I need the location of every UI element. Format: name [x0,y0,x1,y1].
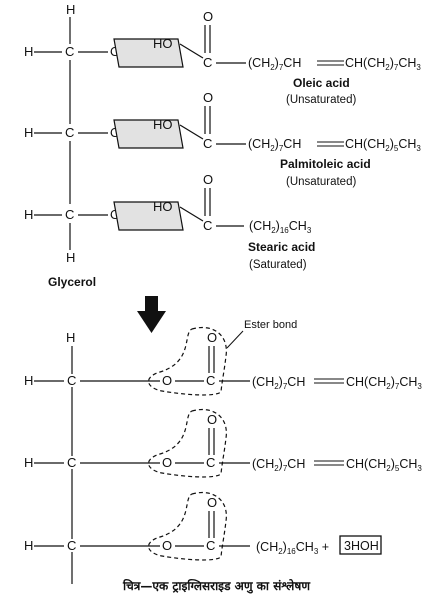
acid-name-stearic: Stearic acid [248,240,315,254]
product-c-2: C [67,455,76,470]
product-chain-1: (CH2)7CH [252,375,305,391]
fatty-acid-oleic: HO O C (CH2)7CH CH(CH2)7CH3 Oleic acid (… [153,9,421,106]
fatty-acid-stearic: HO O C (CH2)16CH3 Stearic acid (Saturate… [153,172,315,271]
glycerol-h-1: H [24,44,33,59]
water-product: 3HOH [344,539,379,553]
acid-name-palmitoleic: Palmitoleic acid [280,157,371,171]
product-chain-2: (CH2)7CH [252,457,305,473]
product-h-2: H [24,455,33,470]
product-carbonyl-c-1: C [206,373,215,388]
product-carbonyl-o-2: O [207,412,217,427]
acid-type-palmitoleic: (Unsaturated) [286,176,356,188]
glycerol-c-2: C [65,125,74,140]
water-removal-boxes [113,38,184,231]
glycerol-c-1: C [65,44,74,59]
glycerol-c-3: C [65,207,74,222]
glycerol-label: Glycerol [48,275,96,289]
acid-type-oleic: (Unsaturated) [286,94,356,106]
product-carbonyl-c-2: C [206,455,215,470]
product-c-3: C [67,538,76,553]
glycerol-o-3: O [110,207,120,222]
product-o-2: O [162,455,172,470]
product-o-1: O [162,373,172,388]
glycerol-o-2: O [110,125,120,140]
acid-ho-3: HO [153,199,173,214]
fatty-acid-palmitoleic: HO O C (CH2)7CH CH(CH2)5CH3 Palmitoleic … [153,90,421,188]
ester-bond-label: Ester bond [244,319,297,331]
acid-type-stearic: (Saturated) [249,259,307,271]
triglyceride-molecule: Ester bond H H C O O C (CH2)7CH CH(CH2)7… [24,319,422,584]
acid-ho-2: HO [153,117,173,132]
dehydration-box-3 [113,201,184,231]
ester-bond-outline-1 [148,327,227,396]
glycerol-bottom-hydrogen: H [66,250,75,265]
glycerol-top-hydrogen: H [66,2,75,17]
ester-bond-outline-2 [148,409,227,478]
acid-carbonyl-c-1: C [203,55,212,70]
acid-chain-stearic: (CH2)16CH3 [249,219,312,235]
acid-carbonyl-c-2: C [203,136,212,151]
acid-chain-palmitoleic-tail: CH(CH2)5CH3 [345,137,421,153]
figure-caption: चित्र—एक ट्राइग्लिसराइड अणु का संश्लेषण [123,579,310,593]
acid-carbonyl-o-1: O [203,9,213,24]
product-carbonyl-o-1: O [207,330,217,345]
dehydration-box-2 [113,119,184,149]
ester-bond-outline-3 [148,492,227,561]
acid-carbonyl-o-3: O [203,172,213,187]
product-c-1: C [67,373,76,388]
acid-carbonyl-c-3: C [203,218,212,233]
acid-chain-oleic: (CH2)7CH [248,56,301,72]
glycerol-h-2: H [24,125,33,140]
product-carbonyl-o-3: O [207,495,217,510]
product-o-3: O [162,538,172,553]
acid-ho-1: HO [153,36,173,51]
water-box [339,535,382,555]
dehydration-box-1 [113,38,184,68]
acid-name-oleic: Oleic acid [293,76,350,90]
product-h-1: H [24,373,33,388]
glycerol-h-3: H [24,207,33,222]
product-carbonyl-c-3: C [206,538,215,553]
product-h-3: H [24,538,33,553]
acid-chain-palmitoleic: (CH2)7CH [248,137,301,153]
glycerol-o-1: O [110,44,120,59]
product-chain-3: (CH2)16CH3 + [256,540,329,556]
product-top-hydrogen: H [66,330,75,345]
acid-carbonyl-o-2: O [203,90,213,105]
product-chain-1-tail: CH(CH2)7CH3 [346,375,422,391]
product-chain-2-tail: CH(CH2)5CH3 [346,457,422,473]
acid-chain-oleic-tail: CH(CH2)7CH3 [345,56,421,72]
reaction-arrow-icon [137,296,166,333]
